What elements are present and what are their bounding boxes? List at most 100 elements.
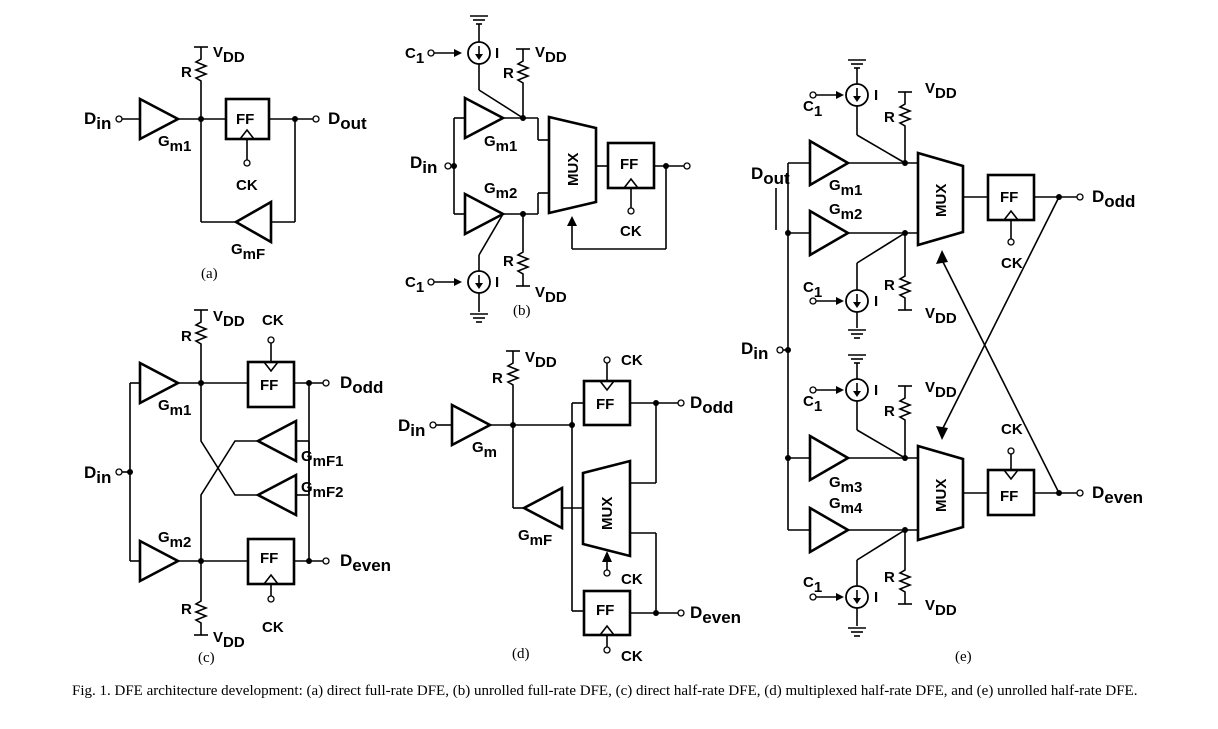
svg-text:VDD: VDD (213, 44, 245, 66)
svg-text:MUX: MUX (933, 479, 950, 512)
svg-text:VDD: VDD (925, 305, 957, 327)
svg-text:VDD: VDD (925, 379, 957, 401)
svg-text:GmF: GmF (518, 527, 552, 549)
gm1-amplifier-e (808, 138, 851, 188)
mux-d (581, 459, 632, 558)
svg-text:CK: CK (620, 223, 642, 240)
svg-text:I: I (874, 87, 878, 104)
svg-text:Gm4: Gm4 (829, 495, 863, 517)
svg-text:Din: Din (398, 416, 425, 440)
gm2-amplifier-e (808, 208, 851, 258)
gmf-amplifier-d (521, 485, 564, 531)
svg-text:FF: FF (1000, 488, 1018, 505)
svg-text:FF: FF (596, 602, 614, 619)
svg-text:Gm1: Gm1 (158, 397, 191, 419)
svg-text:CK: CK (621, 352, 643, 369)
figure-caption: Fig. 1. DFE architecture development: (a… (72, 683, 1138, 699)
svg-text:FF: FF (260, 377, 278, 394)
svg-text:C1: C1 (803, 393, 822, 415)
gm2-amplifier-c (138, 538, 181, 584)
gm2-amplifier-b (463, 191, 506, 237)
svg-text:(b): (b) (513, 303, 531, 319)
svg-text:Gm: Gm (472, 439, 497, 461)
svg-text:FF: FF (260, 550, 278, 567)
svg-text:Deven: Deven (690, 603, 741, 627)
svg-text:R: R (492, 370, 503, 387)
svg-text:Deven: Deven (1092, 483, 1143, 507)
svg-text:Dout: Dout (751, 164, 790, 188)
svg-text:Din: Din (741, 339, 768, 363)
svg-text:I: I (495, 45, 499, 62)
svg-text:GmF2: GmF2 (301, 479, 344, 501)
svg-text:R: R (884, 109, 895, 126)
svg-text:CK: CK (236, 177, 258, 194)
svg-text:MUX: MUX (599, 497, 616, 530)
gm-amplifier-d (450, 402, 493, 448)
svg-text:CK: CK (262, 312, 284, 329)
svg-text:R: R (884, 277, 895, 294)
gmf-amplifier-a (233, 199, 273, 245)
ff-odd-c (246, 360, 296, 409)
svg-text:Gm3: Gm3 (829, 474, 862, 496)
svg-text:VDD: VDD (213, 308, 245, 330)
svg-text:VDD: VDD (213, 629, 245, 651)
svg-text:FF: FF (236, 111, 254, 128)
mux-odd-e (916, 151, 965, 247)
svg-text:R: R (503, 253, 514, 270)
svg-text:CK: CK (262, 619, 284, 636)
svg-text:R: R (181, 601, 192, 618)
svg-text:I: I (874, 382, 878, 399)
svg-text:R: R (884, 569, 895, 586)
svg-text:R: R (181, 64, 192, 81)
mux-even-e (916, 444, 965, 542)
ff-even-e (986, 468, 1036, 517)
svg-text:Dodd: Dodd (1092, 187, 1135, 211)
svg-text:I: I (874, 293, 878, 310)
svg-text:VDD: VDD (925, 80, 957, 102)
gm4-amplifier-e (808, 505, 851, 555)
gm1-amplifier-a (138, 96, 181, 142)
svg-text:CK: CK (621, 571, 643, 588)
svg-text:Gm1: Gm1 (158, 133, 191, 155)
mux-b (547, 115, 598, 215)
svg-text:MUX: MUX (933, 184, 950, 217)
svg-text:Gm2: Gm2 (829, 201, 862, 223)
svg-text:I: I (874, 589, 878, 606)
svg-text:C1: C1 (803, 574, 822, 596)
svg-text:VDD: VDD (535, 284, 567, 306)
svg-text:Gm2: Gm2 (484, 180, 517, 202)
svg-text:CK: CK (1001, 255, 1023, 272)
svg-text:GmF: GmF (231, 241, 265, 263)
svg-text:Gm1: Gm1 (829, 177, 862, 199)
gm1-amplifier-b (463, 95, 506, 141)
svg-text:Din: Din (410, 153, 437, 177)
svg-text:(d): (d) (512, 646, 530, 662)
svg-text:CK: CK (621, 648, 643, 665)
svg-text:(a): (a) (201, 266, 218, 282)
svg-text:Dodd: Dodd (340, 373, 383, 397)
panel-a: Din Gm1 R VDD FF CK Dout GmF (a) (84, 44, 367, 282)
panel-c: Din Gm1 Gm2 R VDD FF CK Dodd (84, 308, 391, 666)
svg-text:VDD: VDD (525, 349, 557, 371)
panel-e: Dout Din Gm1 Gm2 C1 I R VDD (741, 59, 1143, 665)
svg-text:Gm1: Gm1 (484, 133, 517, 155)
panel-b: C1 I R VDD Din Gm1 Gm2 MUX F (405, 15, 691, 323)
svg-text:VDD: VDD (535, 44, 567, 66)
svg-text:Dodd: Dodd (690, 393, 733, 417)
svg-text:Deven: Deven (340, 551, 391, 575)
gm3-amplifier-e (808, 433, 851, 483)
dfe-figure: Din Gm1 R VDD FF CK Dout GmF (a) (84, 15, 1143, 666)
svg-text:R: R (503, 65, 514, 82)
svg-text:Gm2: Gm2 (158, 529, 191, 551)
svg-text:C1: C1 (803, 279, 822, 301)
svg-text:GmF1: GmF1 (301, 448, 344, 470)
svg-text:(e): (e) (955, 649, 972, 665)
svg-text:MUX: MUX (565, 153, 582, 186)
panel-d: Din Gm R VDD GmF FF CK Dodd (398, 349, 741, 665)
svg-text:Dout: Dout (328, 109, 367, 133)
gmf2-amplifier-c (255, 472, 298, 518)
svg-text:FF: FF (620, 156, 638, 173)
svg-text:C1: C1 (405, 45, 424, 67)
gm1-amplifier-c (138, 360, 181, 406)
svg-text:FF: FF (1000, 189, 1018, 206)
